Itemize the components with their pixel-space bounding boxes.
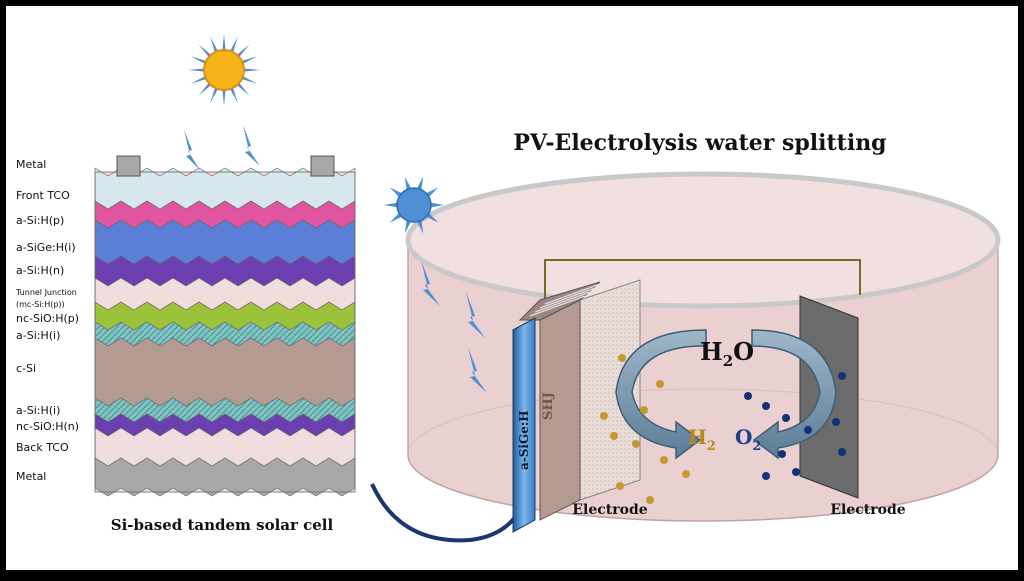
sun-icon-blue <box>384 176 444 234</box>
sun-ray <box>198 81 213 96</box>
shj-label: SHJ <box>541 392 556 420</box>
left-title: Si-based tandem solar cell <box>111 516 334 534</box>
layer-label: Tunnel Junction <box>15 288 77 297</box>
sun-ray <box>210 36 219 55</box>
layer-label: Metal <box>16 158 46 171</box>
sun-ray <box>198 44 213 59</box>
curved-arrow <box>370 483 522 543</box>
layer-label: a-SiGe:H(i) <box>16 241 76 254</box>
metal-contact-left <box>116 155 141 177</box>
sun-ray <box>384 202 399 208</box>
sun-ray <box>229 36 238 55</box>
right-title: PV-Electrolysis water splitting <box>513 130 886 156</box>
layer-label: c-Si <box>16 362 36 375</box>
sun-ray <box>235 81 250 96</box>
h2-label: H2 <box>688 425 716 454</box>
layer-label: Metal <box>16 470 46 483</box>
sun-ray <box>235 44 250 59</box>
pv-electrode-assembly: a-SiGe:H SHJ <box>512 279 641 533</box>
sun-ray <box>239 56 258 65</box>
sun-ray <box>416 219 424 234</box>
stack-layer <box>94 337 356 407</box>
layer-label: a-Si:H(i) <box>16 404 60 417</box>
sun-ray <box>229 85 238 104</box>
sun-ray <box>416 176 424 191</box>
light-bolt-icon <box>421 260 487 393</box>
layer-label: a-Si:H(p) <box>16 214 64 227</box>
light-bolt-icon <box>184 125 260 170</box>
sun-ray <box>222 87 226 106</box>
sun-ray <box>429 202 444 208</box>
layer-label: a-Si:H(i) <box>16 329 60 342</box>
sun-ray <box>222 34 226 53</box>
h2o-label: H2O <box>700 337 754 370</box>
layer-label: Front TCO <box>16 189 70 202</box>
h2-bubbles <box>600 354 690 504</box>
cell-label: a-SiGe:H <box>517 410 531 470</box>
layer-label: nc-SiO:H(p) <box>16 312 79 325</box>
layer-label: a-Si:H(n) <box>16 264 64 277</box>
layer-label: nc-SiO:H(n) <box>16 420 79 433</box>
sun-ray <box>188 68 207 72</box>
layer-label: (mc-Si:H(p)) <box>16 300 65 309</box>
cycle-arrows <box>615 329 837 460</box>
sun-ray <box>241 68 260 72</box>
sun-ray <box>404 219 412 234</box>
sun-ray <box>190 75 209 84</box>
stack-outline <box>94 171 356 493</box>
sun-ray <box>190 56 209 65</box>
electrode-right-label: Electrode <box>830 502 905 518</box>
layer-label: Back TCO <box>16 441 69 454</box>
o2-label: O2 <box>735 425 761 454</box>
sun-ray <box>210 85 219 104</box>
sun-ray <box>404 176 412 191</box>
o2-bubbles <box>744 372 846 480</box>
electrode-left-label: Electrode <box>572 502 647 518</box>
metal-contact-right <box>310 155 335 177</box>
sun-icon <box>188 34 260 106</box>
sun-ray <box>239 75 258 84</box>
external-wire <box>544 259 861 300</box>
